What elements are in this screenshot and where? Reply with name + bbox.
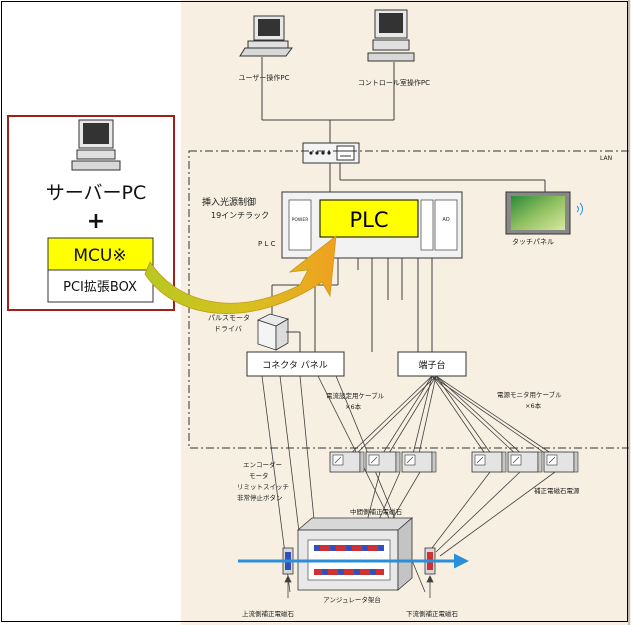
cable-set-label-line1: 電流設定用ケーブル [326, 391, 385, 400]
mcu-box [47, 237, 154, 271]
touch-panel-icon [505, 191, 571, 235]
cable-set-label-line2: ×6本 [345, 402, 362, 411]
rack-cables [271, 258, 433, 352]
pulse-motor-driver-icon [256, 313, 290, 351]
correction-psu-label: 補正電磁石電源 [534, 486, 580, 495]
terminal-block-box [397, 351, 467, 377]
pulse-driver-label-line1: パルスモータ [208, 313, 250, 322]
plc-side-label: P L C [258, 240, 276, 248]
pci-box [47, 269, 154, 303]
terminal-block-label: 端子台 [418, 359, 445, 371]
correction-power-supply-right [471, 451, 579, 473]
control-pc-icon [367, 9, 415, 62]
cable-monitor-label-line1: 電源モニタ用ケーブル [497, 390, 562, 399]
power-module-label: POWER [292, 217, 309, 223]
network-switch-icon [302, 142, 360, 164]
user-pc-icon [239, 15, 293, 57]
limit-switch-label: リミットスイッチ [237, 483, 289, 491]
motor-label: モータ [249, 471, 269, 480]
hub-cables [329, 163, 546, 193]
rack-label-line2: 19インチラック [211, 211, 269, 220]
lan-label: LAN [600, 155, 612, 162]
rack-label-line1: 挿入光源制御 [202, 196, 256, 208]
wireless-icon [576, 202, 583, 216]
lan-cables [261, 57, 395, 143]
magnet-array [314, 545, 384, 575]
downstream-magnet-label: 下流側補正電磁石 [406, 609, 459, 618]
server-plus-sign: + [87, 209, 105, 234]
touch-panel-label: タッチパネル [512, 237, 554, 246]
ao-module-label: AO [442, 217, 449, 223]
server-pc-title: サーバーPC [46, 182, 147, 204]
connector-panel-label: コネクタ パネル [262, 360, 328, 371]
undulator-frame [296, 517, 414, 591]
undulator-label: アンジュレータ架台 [323, 595, 381, 604]
pci-box-label: PCI拡張BOX [63, 280, 137, 295]
server-pc-icon [71, 119, 121, 171]
pointer-arrows [284, 575, 434, 598]
mcu-label: MCU※ [73, 246, 126, 266]
terminal-fan-cables [345, 375, 559, 459]
plc-label: PLC [349, 208, 388, 232]
cable-monitor-label-line2: ×6本 [525, 401, 542, 410]
user-pc-label: ユーザー操作PC [239, 73, 290, 82]
correction-power-supply-middle [329, 451, 437, 473]
middle-magnet-label: 中間側補正電磁石 [350, 507, 403, 516]
connector-panel-box [246, 351, 345, 377]
emergency-stop-label: 非常停止ボタン [237, 493, 283, 502]
mcu-to-plc-arrow [144, 235, 337, 314]
plc-highlight [319, 199, 419, 238]
pulse-driver-label-line2: ドライバ [214, 325, 242, 333]
upstream-magnet-label: 上流側補正電磁石 [242, 609, 295, 618]
encoder-label: エンコーダー [243, 460, 282, 469]
